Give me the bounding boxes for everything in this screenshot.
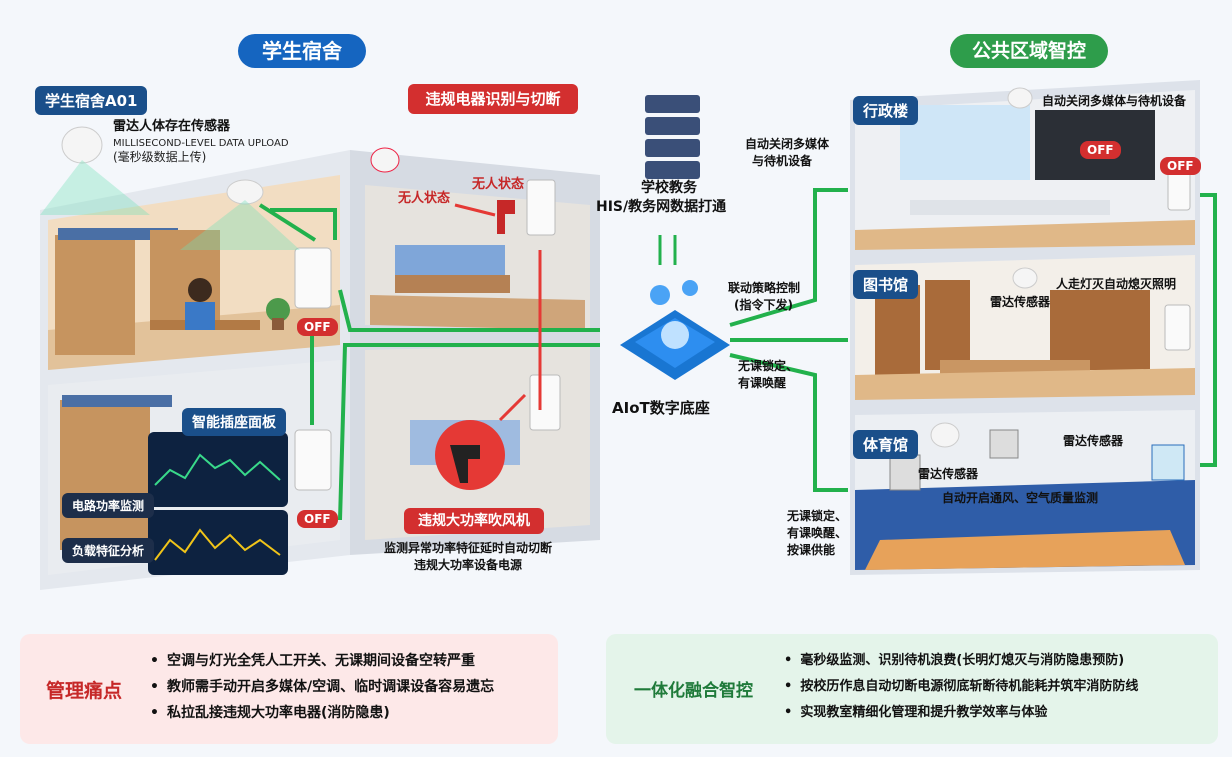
solution-item: 实现教室精细化管理和提升教学效率与体验 bbox=[784, 700, 1138, 726]
library-tag: 图书馆 bbox=[853, 270, 919, 299]
hairdryer-desc-2: 违规大功率设备电源 bbox=[414, 558, 523, 572]
solution-list: 毫秒级监测、识别待机浪费(长明灯熄灭与消防隐患预防) 按校历作息自动切断电源彻底… bbox=[784, 648, 1138, 726]
auto-close-2: 与待机设备 bbox=[752, 154, 813, 168]
admin-building-tag: 行政楼 bbox=[853, 96, 919, 125]
server-label-2: HIS/教务网数据打通 bbox=[596, 199, 727, 215]
violation-title: 违规电器识别与切断 bbox=[408, 84, 578, 114]
gym-lock-2: 有课唤醒、 bbox=[787, 526, 848, 540]
public-section-title: 公共区域智控 bbox=[950, 34, 1108, 68]
library-desc: 人走灯灭自动熄灭照明 bbox=[1056, 277, 1177, 291]
dorm-off-badge-2: OFF bbox=[297, 510, 338, 528]
dorm-section-title: 学生宿舍 bbox=[238, 34, 366, 68]
radar-sensor-sub-cn: (毫秒级数据上传) bbox=[113, 150, 207, 164]
aiot-label: AIoT数字底座 bbox=[612, 399, 710, 417]
lock-wake-2: 有课唤醒 bbox=[738, 376, 787, 390]
gym-desc: 自动开启通风、空气质量监测 bbox=[942, 491, 1099, 505]
unmanned-state-1: 无人状态 bbox=[398, 191, 451, 206]
pain-points-panel: 管理痛点 空调与灯光全凭人工开关、无课期间设备空转严重 教师需手动开启多媒体/空… bbox=[20, 634, 558, 744]
dorm-a01-tag: 学生宿舍A01 bbox=[35, 86, 148, 115]
load-analysis-tag: 负载特征分析 bbox=[62, 538, 155, 563]
gym-lock-1: 无课锁定、 bbox=[787, 509, 848, 523]
solution-panel: 一体化融合智控 毫秒级监测、识别待机浪费(长明灯熄灭与消防隐患预防) 按校历作息… bbox=[606, 634, 1218, 744]
server-aiot-illustration bbox=[620, 95, 730, 380]
radar-sensor-sub-en: MILLISECOND-LEVEL DATA UPLOAD bbox=[113, 138, 289, 149]
center-right-arrows bbox=[729, 188, 848, 492]
pain-item: 教师需手动开启多媒体/空调、临时调课设备容易遗忘 bbox=[150, 674, 494, 700]
auto-close-1: 自动关闭多媒体 bbox=[745, 137, 830, 151]
solution-title: 一体化融合智控 bbox=[634, 681, 753, 701]
gym-lock-3: 按课供能 bbox=[787, 543, 836, 557]
smart-socket-panel-tag: 智能插座面板 bbox=[182, 408, 286, 436]
pain-title: 管理痛点 bbox=[46, 680, 123, 702]
unmanned-state-2: 无人状态 bbox=[472, 177, 525, 192]
server-label-1: 学校教务 bbox=[641, 180, 697, 196]
link-strategy-1: 联动策略控制 bbox=[728, 281, 801, 295]
power-monitor-tag: 电路功率监测 bbox=[62, 493, 155, 518]
solution-item: 按校历作息自动切断电源彻底斩断待机能耗并筑牢消防防线 bbox=[784, 674, 1138, 700]
gym-radar-2: 雷达传感器 bbox=[1063, 434, 1124, 448]
radar-sensor-title: 雷达人体存在传感器 bbox=[113, 119, 231, 134]
gym-tag: 体育馆 bbox=[853, 430, 919, 459]
pain-list: 空调与灯光全凭人工开关、无课期间设备空转严重 教师需手动开启多媒体/空调、临时调… bbox=[150, 648, 494, 726]
dorm-building-illustration bbox=[40, 126, 600, 590]
lock-wake-1: 无课锁定、 bbox=[738, 359, 799, 373]
dorm-off-badge-1: OFF bbox=[297, 318, 338, 336]
hairdryer-desc-1: 监测异常功率特征延时自动切断 bbox=[384, 541, 553, 555]
solution-item: 毫秒级监测、识别待机浪费(长明灯熄灭与消防隐患预防) bbox=[784, 648, 1138, 674]
admin-off-badge-2: OFF bbox=[1160, 157, 1201, 175]
hairdryer-title: 违规大功率吹风机 bbox=[404, 508, 544, 534]
link-strategy-2: (指令下发) bbox=[734, 298, 793, 312]
gym-radar-1: 雷达传感器 bbox=[918, 467, 979, 481]
library-radar: 雷达传感器 bbox=[990, 295, 1051, 309]
admin-desc: 自动关闭多媒体与待机设备 bbox=[1042, 94, 1187, 108]
public-building-illustration bbox=[850, 80, 1217, 575]
pain-item: 空调与灯光全凭人工开关、无课期间设备空转严重 bbox=[150, 648, 494, 674]
admin-off-badge-1: OFF bbox=[1080, 141, 1121, 159]
pain-item: 私拉乱接违规大功率电器(消防隐患) bbox=[150, 700, 494, 726]
